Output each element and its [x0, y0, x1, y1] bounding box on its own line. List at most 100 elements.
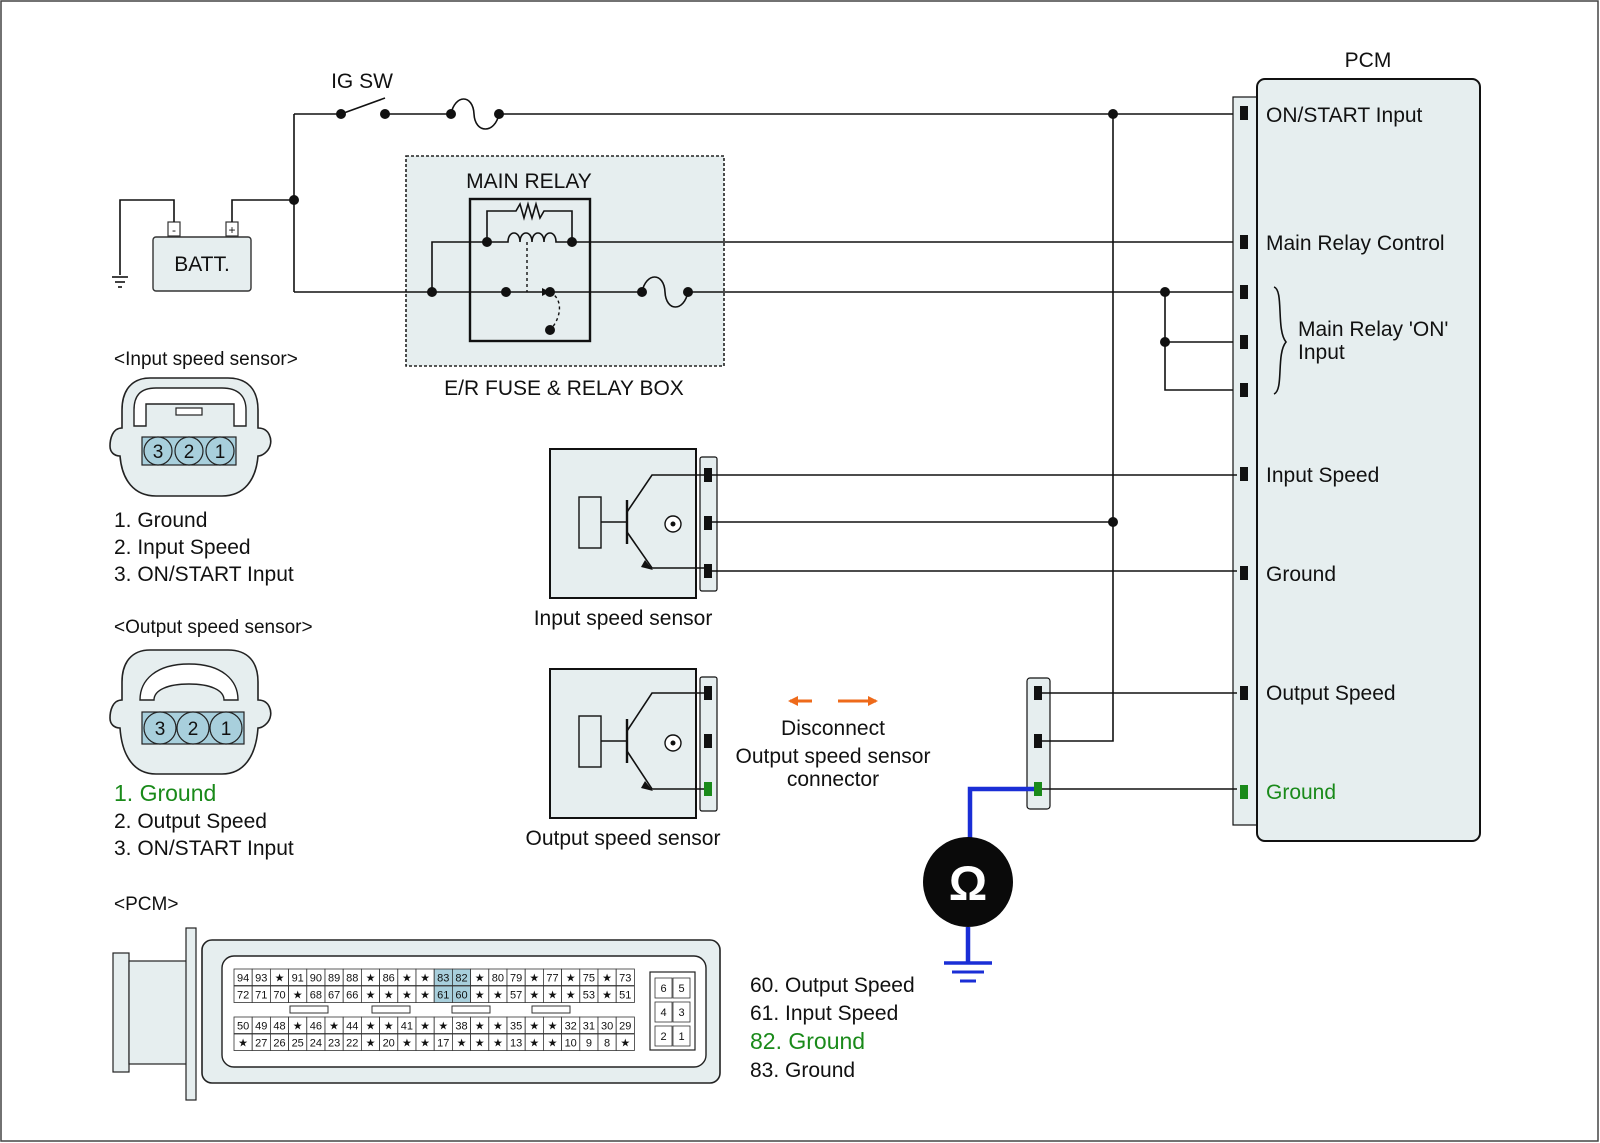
pcm-on-start-label: ON/START Input	[1266, 104, 1423, 127]
pcm-pin-label: 9	[586, 1038, 592, 1050]
pcm-pin-label: 61	[437, 990, 449, 1002]
pcm-pin-label: ★	[548, 990, 558, 1002]
pcm-pin-label: ★	[438, 1021, 448, 1033]
main-relay	[468, 197, 592, 343]
pcm-pin-label: 35	[510, 1021, 522, 1033]
pcm-pin-label: ★	[529, 1038, 539, 1050]
pcm-pin-label: ★	[366, 990, 376, 1002]
pcm-pin-label: ★	[620, 1038, 630, 1050]
pcm-module: PCM ON/START Input Main Relay Control Ma…	[1232, 49, 1481, 842]
ig-sw-label: IG SW	[331, 70, 393, 93]
pcm-pin-label: 57	[510, 990, 522, 1002]
pcm-legend-1: 60. Output Speed	[750, 974, 915, 997]
pcm-pin-label: ★	[548, 1038, 558, 1050]
pcm-pin-label: ★	[420, 1021, 430, 1033]
pcm-side-pin-cell	[654, 977, 673, 999]
pcm-pin-label: ★	[402, 990, 412, 1002]
pcm-key-slot	[451, 1005, 491, 1014]
pcm-pin-label: ★	[366, 1021, 376, 1033]
pcm-pin-label: ★	[529, 973, 539, 985]
input-pin-1: 1	[215, 442, 226, 463]
output-pin-2: 2	[188, 719, 199, 740]
pcm-pin-label: 48	[273, 1021, 285, 1033]
ohm-icon: Ω	[949, 858, 987, 911]
disconnect-annotation: Disconnect Output speed sensor connector	[736, 696, 930, 791]
pcm-pin-label: 91	[292, 973, 304, 985]
relay-box: MAIN RELAY E/R FUSE & RELAY BOX	[405, 155, 725, 400]
input-sensor-caption: Input speed sensor	[534, 607, 713, 630]
pcm-ground-label: Ground	[1266, 563, 1336, 586]
pcm-pin-label: ★	[420, 990, 430, 1002]
input-speed-sensor: Input speed sensor	[534, 448, 718, 630]
ignition-switch: IG SW	[294, 70, 504, 130]
pcm-pin-label: 75	[583, 973, 595, 985]
pcm-pin-label: 86	[383, 973, 395, 985]
pcm-pin-label: 29	[619, 1021, 631, 1033]
output-sensor-caption: Output speed sensor	[526, 827, 721, 850]
pcm-pin-label: 31	[583, 1021, 595, 1033]
pcm-pin-label: 83	[437, 973, 449, 985]
pcm-pin-label: 20	[383, 1038, 395, 1050]
pcm-side-pin-cell	[672, 1001, 691, 1023]
coil-feed-wire	[431, 241, 487, 292]
pcm-pin-label: 10	[565, 1038, 577, 1050]
pcm-pin-label: 44	[346, 1021, 358, 1033]
pcm-pin-label: ★	[529, 1021, 539, 1033]
pcm-pin-label: 17	[437, 1038, 449, 1050]
output-connector-face: 3 2 1	[109, 649, 272, 775]
pcm-pin-label: 25	[292, 1038, 304, 1050]
pcm-pin-label: 24	[310, 1038, 322, 1050]
pcm-pin-label: ★	[493, 1038, 503, 1050]
pcm-pin-label: 89	[328, 973, 340, 985]
pcm-pin-label: 53	[583, 990, 595, 1002]
pcm-pin-label: 94	[237, 973, 249, 985]
disconnect-label-1: Disconnect	[781, 717, 885, 740]
pcm-pin-label: ★	[384, 990, 394, 1002]
pcm-pin-label: ★	[602, 990, 612, 1002]
battery-label: BATT.	[174, 253, 230, 276]
pcm-pin-label: 82	[455, 973, 467, 985]
pcm-pin-label: 50	[237, 1021, 249, 1033]
pcm-pin-label: ★	[293, 990, 303, 1002]
input-legend-2: 2. Input Speed	[114, 536, 251, 559]
pcm-connector-title: <PCM>	[114, 894, 178, 915]
pcm-pin-label: ★	[493, 990, 503, 1002]
battery-plus-label: +	[228, 223, 235, 237]
pcm-side-pin-cell	[654, 1001, 673, 1023]
pcm-side-pin-label: 6	[660, 983, 666, 995]
pcm-side-pin-cell	[672, 1025, 691, 1047]
pcm-pin-label: ★	[493, 1021, 503, 1033]
output-pin-1: 1	[221, 719, 232, 740]
pcm-pin-label: 41	[401, 1021, 413, 1033]
pcm-side-pin-label: 3	[678, 1007, 684, 1019]
batt-positive-wire	[231, 199, 294, 222]
pcm-side-pin-label: 5	[678, 983, 684, 995]
pcm-pin-label: 93	[255, 973, 267, 985]
main-relay-label: MAIN RELAY	[466, 170, 592, 193]
pcm-pin-label: ★	[529, 990, 539, 1002]
pcm-legend-3: 82. Ground	[750, 1028, 865, 1054]
pcm-pin-label: 88	[346, 973, 358, 985]
pcm-pin-label: 66	[346, 990, 358, 1002]
pcm-pin-label: 49	[255, 1021, 267, 1033]
pcm-pin-label: 60	[455, 990, 467, 1002]
pcm-pin-label: ★	[475, 1021, 485, 1033]
pcm-pin-label: ★	[238, 1038, 248, 1050]
ohmmeter: Ω	[923, 786, 1034, 983]
pcm-pin-label: ★	[293, 1021, 303, 1033]
pcm-ground-highlight-label: Ground	[1266, 781, 1336, 804]
pcm-side-pin-cell	[672, 977, 691, 999]
pcm-pin-label: 90	[310, 973, 322, 985]
pcm-pin-label: ★	[457, 1038, 467, 1050]
pcm-pin-label: 46	[310, 1021, 322, 1033]
pcm-pin-label: ★	[420, 1038, 430, 1050]
pcm-main-relay-on-label-2: Input	[1298, 341, 1345, 364]
pcm-pin-label: ★	[366, 973, 376, 985]
pcm-pin-label: ★	[402, 1038, 412, 1050]
pcm-pin-label: 13	[510, 1038, 522, 1050]
pcm-pin-label: ★	[475, 973, 485, 985]
output-pin-3: 3	[155, 719, 166, 740]
